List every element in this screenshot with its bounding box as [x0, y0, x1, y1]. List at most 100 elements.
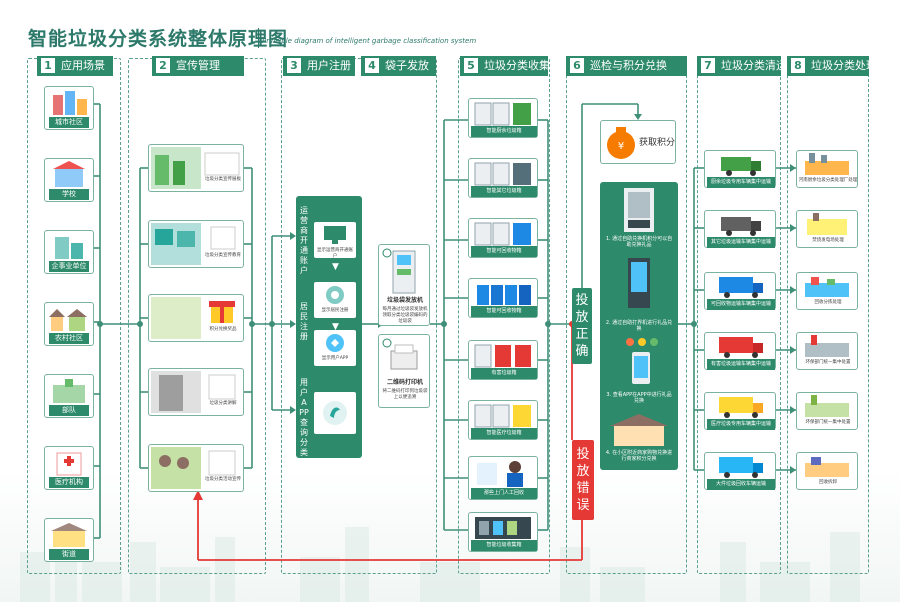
transport-card-6: 大件垃圾回收车辆运输 [704, 452, 776, 490]
process-card-2: 焚烧发电场处理 [796, 210, 858, 248]
scene-card-troops: 部队 [44, 374, 94, 418]
register-part-operator: 运营商开通账户 [300, 206, 308, 275]
promo-photo [151, 223, 236, 265]
bag-dispenser-icon [382, 248, 416, 294]
promo-caption: 垃圾分类活动宣传 [205, 477, 241, 482]
scene-card-street: 街道 [44, 518, 94, 562]
title-divider [258, 28, 259, 48]
column-number: 6 [570, 58, 584, 73]
promo-card-2: 垃圾分类宣传教育 [148, 220, 244, 268]
school-icon [53, 161, 85, 187]
column-number: 4 [365, 58, 379, 73]
promo-card-1: 垃圾分类宣传展板 [148, 144, 244, 192]
transport-card-4: 有害垃圾运输车辆集中运输 [704, 332, 776, 370]
process-card-6: 回收拆卸 [796, 452, 858, 490]
register-panel: 运营商开通账户 居民注册 用户APP查询分类情况 显示运营商开通账户 ▼ 显示居… [296, 196, 362, 477]
bag-dispenser-card: 垃圾袋发放机 每月通过垃圾袋发放机领取分类垃圾袋编码的垃圾袋 [378, 244, 430, 326]
process-label: 回收拆卸 [819, 480, 837, 485]
redeem-step-1: 1. 通过自助兑换机积分可以自助兑换礼品 [605, 236, 673, 248]
process-card-3: 回收分拣处理 [796, 272, 858, 310]
transport-label: 其它垃圾运输车辆集中运输 [707, 237, 775, 248]
bag-item-desc: 将二维码打印到垃圾袋上以便追溯 [382, 389, 428, 400]
promo-card-3: 积分兑换奖品 [148, 294, 244, 342]
process-card-1: 河南厨余垃圾分类处理厂处理 [796, 150, 858, 188]
transport-card-3: 可回收物运输车辆集中运输 [704, 272, 776, 310]
treatment-plant-icon [805, 395, 849, 417]
collect-card-6: 智能医疗垃圾箱 [468, 400, 538, 440]
truck-icon [719, 397, 763, 418]
scene-label: 农村社区 [49, 333, 89, 344]
collection-station-icon [475, 517, 531, 539]
scene-card-urban-community: 城市社区 [44, 86, 94, 130]
points-label: 获取积分 [639, 138, 676, 148]
register-part-resident: 居民注册 [300, 302, 308, 341]
column-number: 2 [156, 58, 170, 73]
office-icon [55, 237, 83, 259]
scene-label: 企事业单位 [49, 261, 89, 272]
collect-card-8: 智能垃圾收集箱 [468, 512, 538, 552]
collect-card-4: 智能可回收物箱 [468, 278, 538, 318]
scene-card-medical: 医疗机构 [44, 446, 94, 490]
promo-photo [151, 147, 240, 189]
scene-label: 学校 [49, 189, 89, 200]
recycling-plant-icon [805, 277, 849, 297]
promo-card-4: 垃圾分类讲解 [148, 368, 244, 416]
register-caption: 显示运营商开通账户 [317, 248, 353, 259]
transport-label: 可回收物运输车辆集中运输 [707, 299, 775, 310]
collect-label: 智能厨余垃圾箱 [471, 126, 537, 137]
svg-text:¥: ¥ [618, 141, 624, 152]
correct-disposal-label: 投放正确 [575, 293, 589, 359]
column-header-4: 4 袋子发放 [361, 56, 436, 76]
app-icon [326, 334, 344, 352]
process-label: 河南厨余垃圾分类处理厂处理 [798, 178, 858, 183]
transport-label: 有害垃圾运输车辆集中运输 [707, 359, 775, 370]
collect-label: 智能医疗垃圾箱 [471, 428, 537, 439]
column-label: 宣传管理 [176, 59, 220, 72]
column-label: 巡检与积分兑换 [590, 59, 667, 72]
power-plant-icon [807, 213, 847, 235]
qr-printer-card: 二维码打印机 将二维码打印到垃圾袋上以便追溯 [378, 334, 430, 408]
collect-card-2: 智能其它垃圾箱 [468, 158, 538, 198]
barracks-icon [53, 379, 85, 403]
column-3-4-frame [281, 58, 437, 574]
city-skyline-background [20, 527, 860, 602]
worker-icon [477, 461, 523, 487]
scene-label: 城市社区 [49, 117, 89, 128]
register-screen-operator: 显示运营商开通账户 [314, 222, 356, 259]
column-label: 垃圾分类处理 [811, 59, 877, 72]
column-label: 应用场景 [61, 59, 105, 72]
process-label: 回收分拣处理 [814, 300, 842, 305]
collect-card-3: 智能可回收物箱 [468, 218, 538, 258]
column-number: 7 [701, 58, 715, 73]
promo-photo [151, 447, 236, 489]
collect-card-7: 那些上门人工回收 [468, 456, 538, 500]
promo-caption: 垃圾分类讲解 [209, 401, 237, 406]
page-title: 智能垃圾分类系统整体原理图 [28, 28, 289, 50]
scene-card-school: 学校 [44, 158, 94, 202]
dismantling-plant-icon [805, 457, 849, 477]
collect-label: 那些上门人工回收 [471, 488, 537, 499]
building-icon [53, 91, 87, 115]
money-bag-icon: ¥ [607, 127, 635, 159]
recycle-bins-icon [477, 285, 531, 305]
column-label: 用户注册 [307, 59, 351, 72]
process-label: 环保部门统一集中处置 [805, 360, 851, 365]
redeem-panel: 1. 通过自助兑换机积分可以自助兑换礼品 2. 通过自助打界机进行礼品兑换 3.… [600, 182, 678, 470]
process-label: 焚烧发电场处理 [812, 238, 844, 243]
transport-label: 厨余垃圾专用车辆集中运输 [707, 177, 775, 188]
column-label: 袋子发放 [385, 59, 429, 72]
redeem-illustrations [610, 188, 668, 446]
transport-label: 大件垃圾回收车辆运输 [707, 479, 775, 490]
register-caption: 显示用户APP [321, 356, 349, 361]
bag-item-desc: 每月通过垃圾袋发放机领取分类垃圾袋编码的垃圾袋 [382, 307, 428, 324]
promo-caption: 积分兑换奖品 [209, 327, 237, 332]
collect-label: 有害垃圾箱 [471, 368, 537, 379]
process-card-4: 环保部门统一集中处置 [796, 332, 858, 370]
